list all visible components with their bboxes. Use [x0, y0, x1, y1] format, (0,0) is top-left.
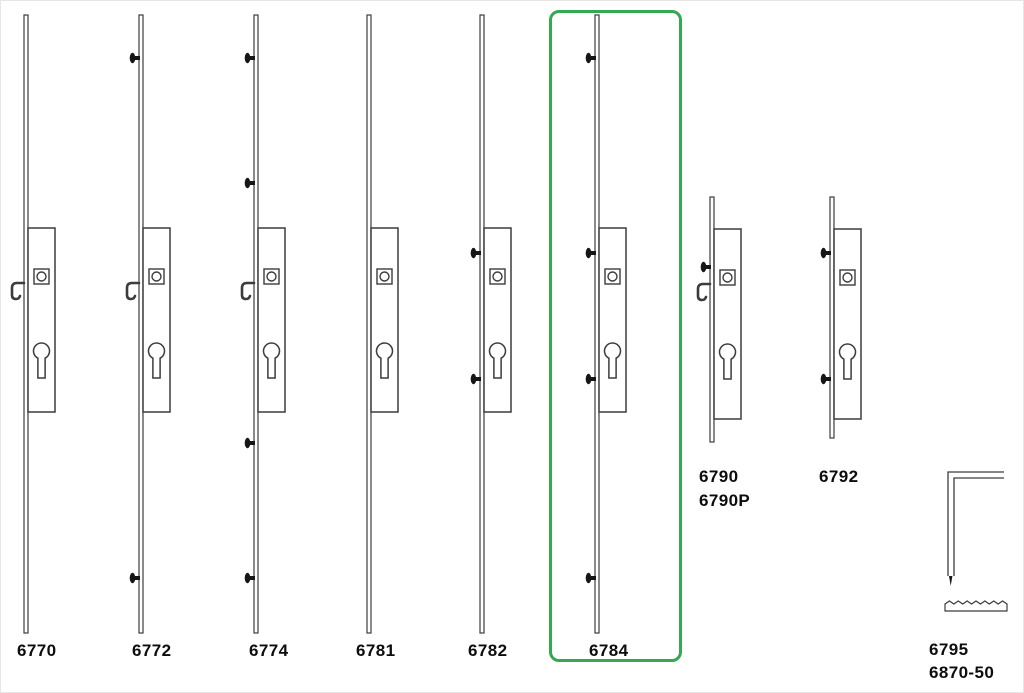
product-drawing-6790 — [696, 196, 742, 443]
serrated-strip — [944, 600, 1008, 612]
hook-bolt — [10, 281, 26, 301]
follower-hole — [379, 271, 390, 282]
roller-cam — [585, 52, 596, 64]
product-drawing-6781 — [366, 14, 399, 634]
product-drawing-6772 — [125, 14, 171, 634]
product-label-6774: 6774 — [249, 641, 289, 660]
product-drawing-6770 — [10, 14, 56, 634]
lock-case — [598, 227, 627, 413]
euro-cylinder-hole — [838, 343, 857, 380]
lock-case — [257, 227, 286, 413]
euro-cylinder-hole — [375, 342, 394, 379]
roller-cam — [585, 572, 596, 584]
follower-hole — [722, 272, 733, 283]
euro-cylinder-hole — [32, 342, 51, 379]
lock-case — [142, 227, 171, 413]
product-label-6795: 6795 — [929, 640, 969, 659]
roller-cam — [244, 52, 255, 64]
lock-case — [833, 228, 862, 420]
hook-bolt — [240, 281, 256, 301]
corner-guide-pin — [949, 576, 953, 586]
product-label-6792: 6792 — [819, 467, 859, 486]
euro-cylinder-hole — [262, 342, 281, 379]
roller-cam — [244, 177, 255, 189]
corner-guide-outer — [947, 471, 1004, 576]
follower-hole — [36, 271, 47, 282]
product-label-6782: 6782 — [468, 641, 508, 660]
follower-hole — [607, 271, 618, 282]
roller-cam — [470, 247, 481, 259]
lock-case — [370, 227, 399, 413]
roller-cam — [244, 572, 255, 584]
hook-bolt — [696, 282, 712, 302]
follower-hole — [151, 271, 162, 282]
product-label-6784: 6784 — [589, 641, 629, 660]
product-label-6770: 6770 — [17, 641, 57, 660]
follower-hole — [266, 271, 277, 282]
roller-cam — [129, 572, 140, 584]
lock-case — [483, 227, 512, 413]
product-label-6790: 6790 — [699, 467, 739, 486]
euro-cylinder-hole — [718, 343, 737, 380]
euro-cylinder-hole — [488, 342, 507, 379]
product-drawing-6774 — [240, 14, 286, 634]
product-label-6790p: 6790P — [699, 491, 751, 510]
corner-guide-inner — [953, 477, 1004, 576]
product-label-6781: 6781 — [356, 641, 396, 660]
follower-hole — [842, 272, 853, 283]
roller-cam — [585, 247, 596, 259]
product-drawing-6782 — [470, 14, 512, 634]
roller-cam — [244, 437, 255, 449]
follower-hole — [492, 271, 503, 282]
product-drawing-6784 — [585, 14, 627, 634]
product-drawing-6792 — [820, 196, 862, 439]
product-label-6772: 6772 — [132, 641, 172, 660]
roller-cam — [585, 373, 596, 385]
roller-cam — [129, 52, 140, 64]
lock-case — [27, 227, 56, 413]
product-label-6870-50: 6870-50 — [929, 663, 995, 682]
euro-cylinder-hole — [147, 342, 166, 379]
roller-cam — [470, 373, 481, 385]
euro-cylinder-hole — [603, 342, 622, 379]
hook-bolt — [125, 281, 141, 301]
roller-cam — [820, 373, 831, 385]
accessory-drawings — [944, 471, 1008, 612]
roller-cam — [700, 261, 711, 273]
roller-cam — [820, 247, 831, 259]
lock-case — [713, 228, 742, 420]
